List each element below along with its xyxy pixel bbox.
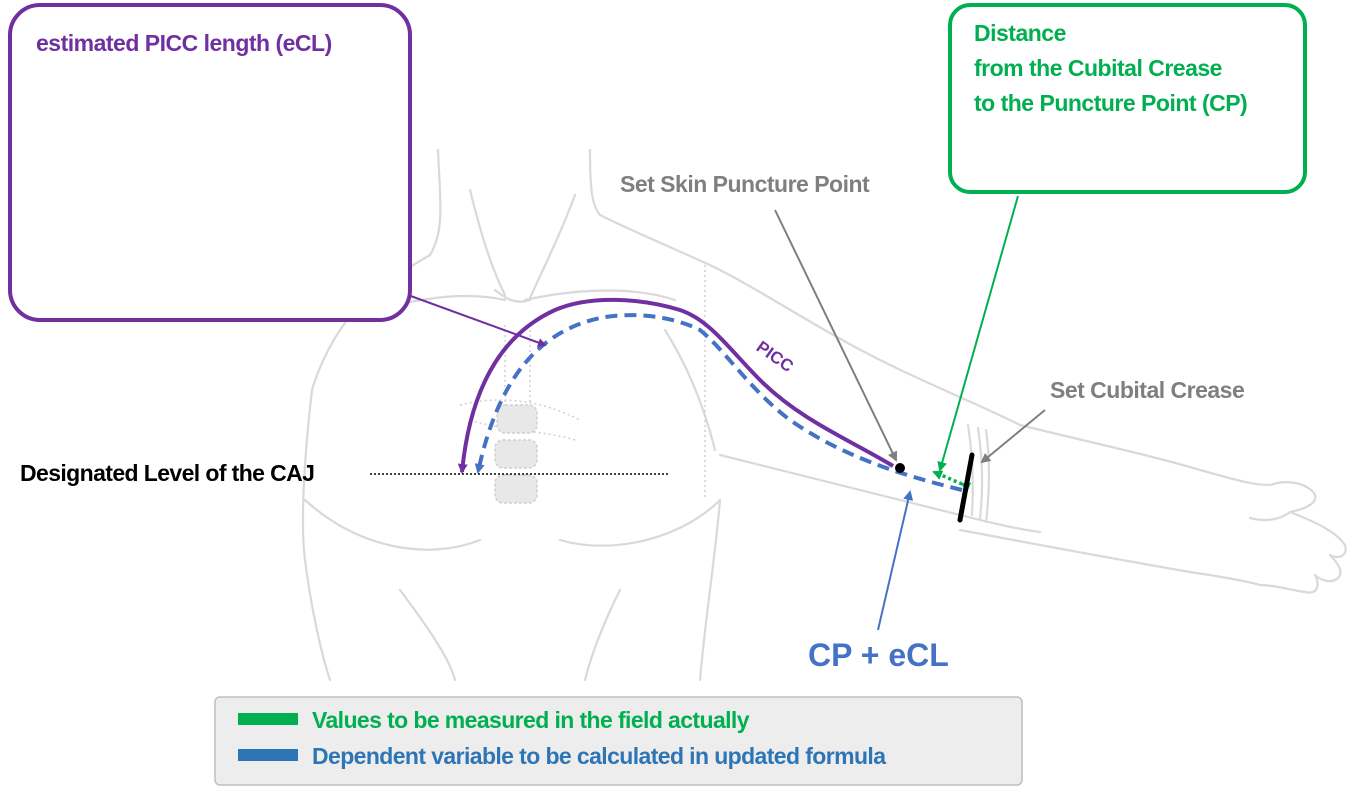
- legend-text-measured: Values to be measured in the field actua…: [312, 707, 750, 733]
- distance-pointer: [937, 195, 1019, 472]
- puncture-point-pointer: [774, 209, 898, 462]
- cubital-crease-pointer: [980, 409, 1046, 464]
- legend-swatch-measured: [238, 713, 298, 725]
- ecl-box-title: estimated PICC length (eCL): [36, 30, 332, 56]
- legend-swatch-calculated: [238, 749, 298, 761]
- cp-ecl-pointer: [877, 490, 914, 631]
- puncture-point-label: Set Skin Puncture Point: [620, 171, 870, 197]
- distance-box: [948, 3, 1307, 194]
- puncture-point-dot: [895, 463, 905, 473]
- distance-box-line-3: to the Puncture Point (CP): [974, 90, 1247, 116]
- distance-box-line-2: from the Cubital Crease: [974, 55, 1222, 81]
- caj-level-label: Designated Level of the CAJ: [20, 460, 314, 486]
- legend: Values to be measured in the field actua…: [214, 696, 1023, 786]
- cubital-crease-label: Set Cubital Crease: [1050, 377, 1244, 403]
- picc-label: PICC: [753, 337, 797, 376]
- legend-text-calculated: Dependent variable to be calculated in u…: [312, 743, 886, 769]
- distance-box-line-1: Distance: [974, 20, 1066, 46]
- body-outline: [301, 148, 1347, 682]
- ecl-pointer: [407, 294, 547, 347]
- cubital-crease-marker: [957, 452, 975, 523]
- ecl-box: [8, 3, 412, 322]
- cp-ecl-path: [474, 313, 963, 492]
- cp-ecl-label: CP + eCL: [808, 637, 949, 673]
- cp-distance-arrow: [932, 470, 972, 492]
- vertebrae: [494, 404, 538, 504]
- legend-box: [214, 696, 1023, 786]
- picc-path: [457, 297, 895, 474]
